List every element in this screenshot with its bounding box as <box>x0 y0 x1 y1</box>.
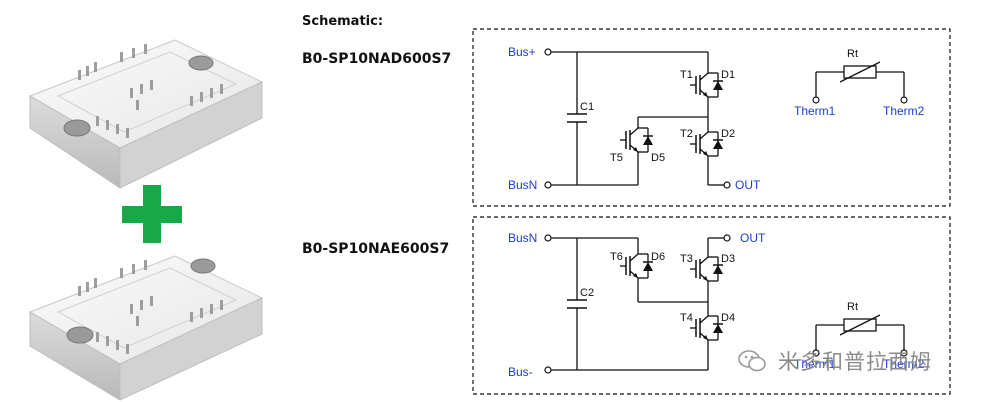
schematic-top: Bus+ BusN OUT Therm1 Therm2 C1 Rt T1 T2 … <box>472 28 951 207</box>
node-therm2-top: Therm2 <box>883 104 925 118</box>
schematic-heading: Schematic: <box>302 14 384 29</box>
node-therm2-bottom: Therm2 <box>883 357 925 371</box>
plus-icon <box>122 185 182 243</box>
schematic-bottom: BusN OUT Bus- Therm1 Therm2 C2 Rt T6 T3 … <box>472 216 951 395</box>
watermark-text: 米多和普拉西姆 <box>778 350 932 374</box>
diode-label: D5 <box>651 152 665 164</box>
node-busn-top: BusN <box>508 178 537 192</box>
capacitor-label-bottom: C2 <box>580 287 594 299</box>
capacitor-label-top: C1 <box>580 101 594 113</box>
schematic-bottom-frame <box>472 216 951 395</box>
wechat-icon <box>738 350 766 372</box>
diode-label: D4 <box>721 312 735 324</box>
node-therm1-bottom: Therm1 <box>794 357 836 371</box>
transistor-label: T3 <box>680 253 693 265</box>
watermark: 米多和普拉西姆 <box>738 346 978 376</box>
part-number-top: B0-SP10NAD600S7 <box>302 51 452 67</box>
node-out-top: OUT <box>735 178 761 192</box>
thermistor-label-bottom: Rt <box>847 301 858 313</box>
module-image-bottom <box>28 255 264 401</box>
node-out-bottom: OUT <box>740 231 766 245</box>
node-bus-plus-top: Bus+ <box>508 45 536 59</box>
transistor-label: T4 <box>680 312 693 324</box>
transistor-label: T1 <box>680 69 693 81</box>
diode-label: D6 <box>651 251 665 263</box>
node-bus-minus-bottom: Bus- <box>508 365 533 379</box>
node-therm1-top: Therm1 <box>794 104 836 118</box>
module-image-top <box>28 39 264 189</box>
thermistor-label-top: Rt <box>847 48 858 60</box>
schematic-top-frame <box>472 28 951 207</box>
diode-label: D2 <box>721 128 735 140</box>
transistor-label: T5 <box>610 152 623 164</box>
transistor-label: T6 <box>610 251 623 263</box>
module-images <box>28 39 264 401</box>
diode-label: D1 <box>721 69 735 81</box>
transistor-label: T2 <box>680 128 693 140</box>
diode-label: D3 <box>721 253 735 265</box>
node-busn-bottom: BusN <box>508 231 537 245</box>
part-number-bottom: B0-SP10NAE600S7 <box>302 241 450 257</box>
